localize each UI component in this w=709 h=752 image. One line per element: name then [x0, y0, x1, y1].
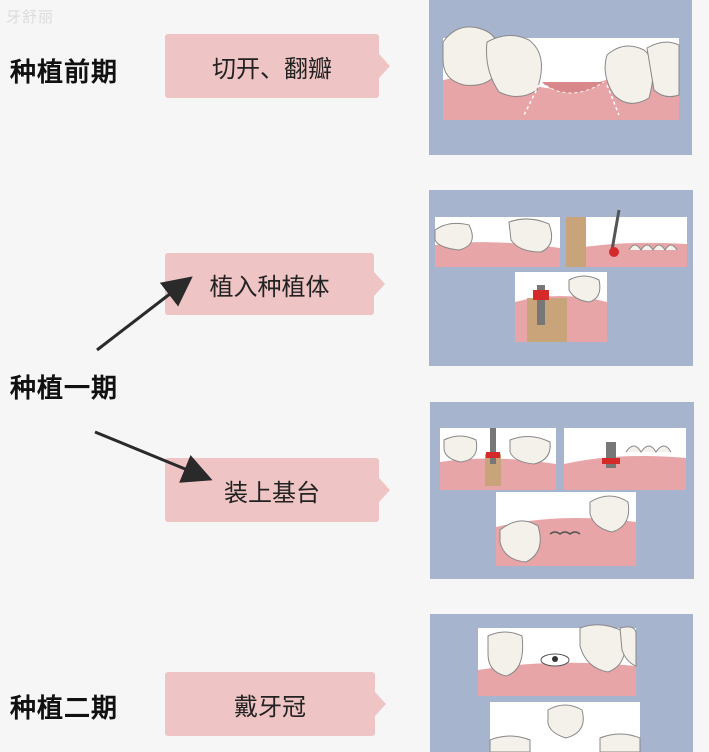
step-abutment-label: 装上基台 [224, 478, 320, 507]
image-crown [430, 614, 693, 752]
step-incision-label: 切开、翻瓣 [212, 54, 332, 83]
image-abutment [430, 402, 694, 579]
image-incision [429, 0, 692, 155]
step-implant-label: 植入种植体 [209, 272, 330, 301]
stage-label-phase-one: 种植一期 [10, 374, 119, 404]
step-crown-label: 戴牙冠 [234, 692, 306, 721]
stage-label-early: 种植前期 [10, 58, 119, 88]
step-incision: 切开、翻瓣 [165, 34, 390, 98]
watermark: 牙舒丽 [6, 8, 55, 26]
arrow-to-implant [96, 276, 193, 352]
step-implant: 植入种植体 [165, 253, 385, 315]
step-crown: 戴牙冠 [165, 672, 386, 736]
image-implant [429, 190, 693, 366]
arrow-to-abutment [94, 430, 213, 483]
stage-label-phase-two: 种植二期 [10, 694, 119, 724]
